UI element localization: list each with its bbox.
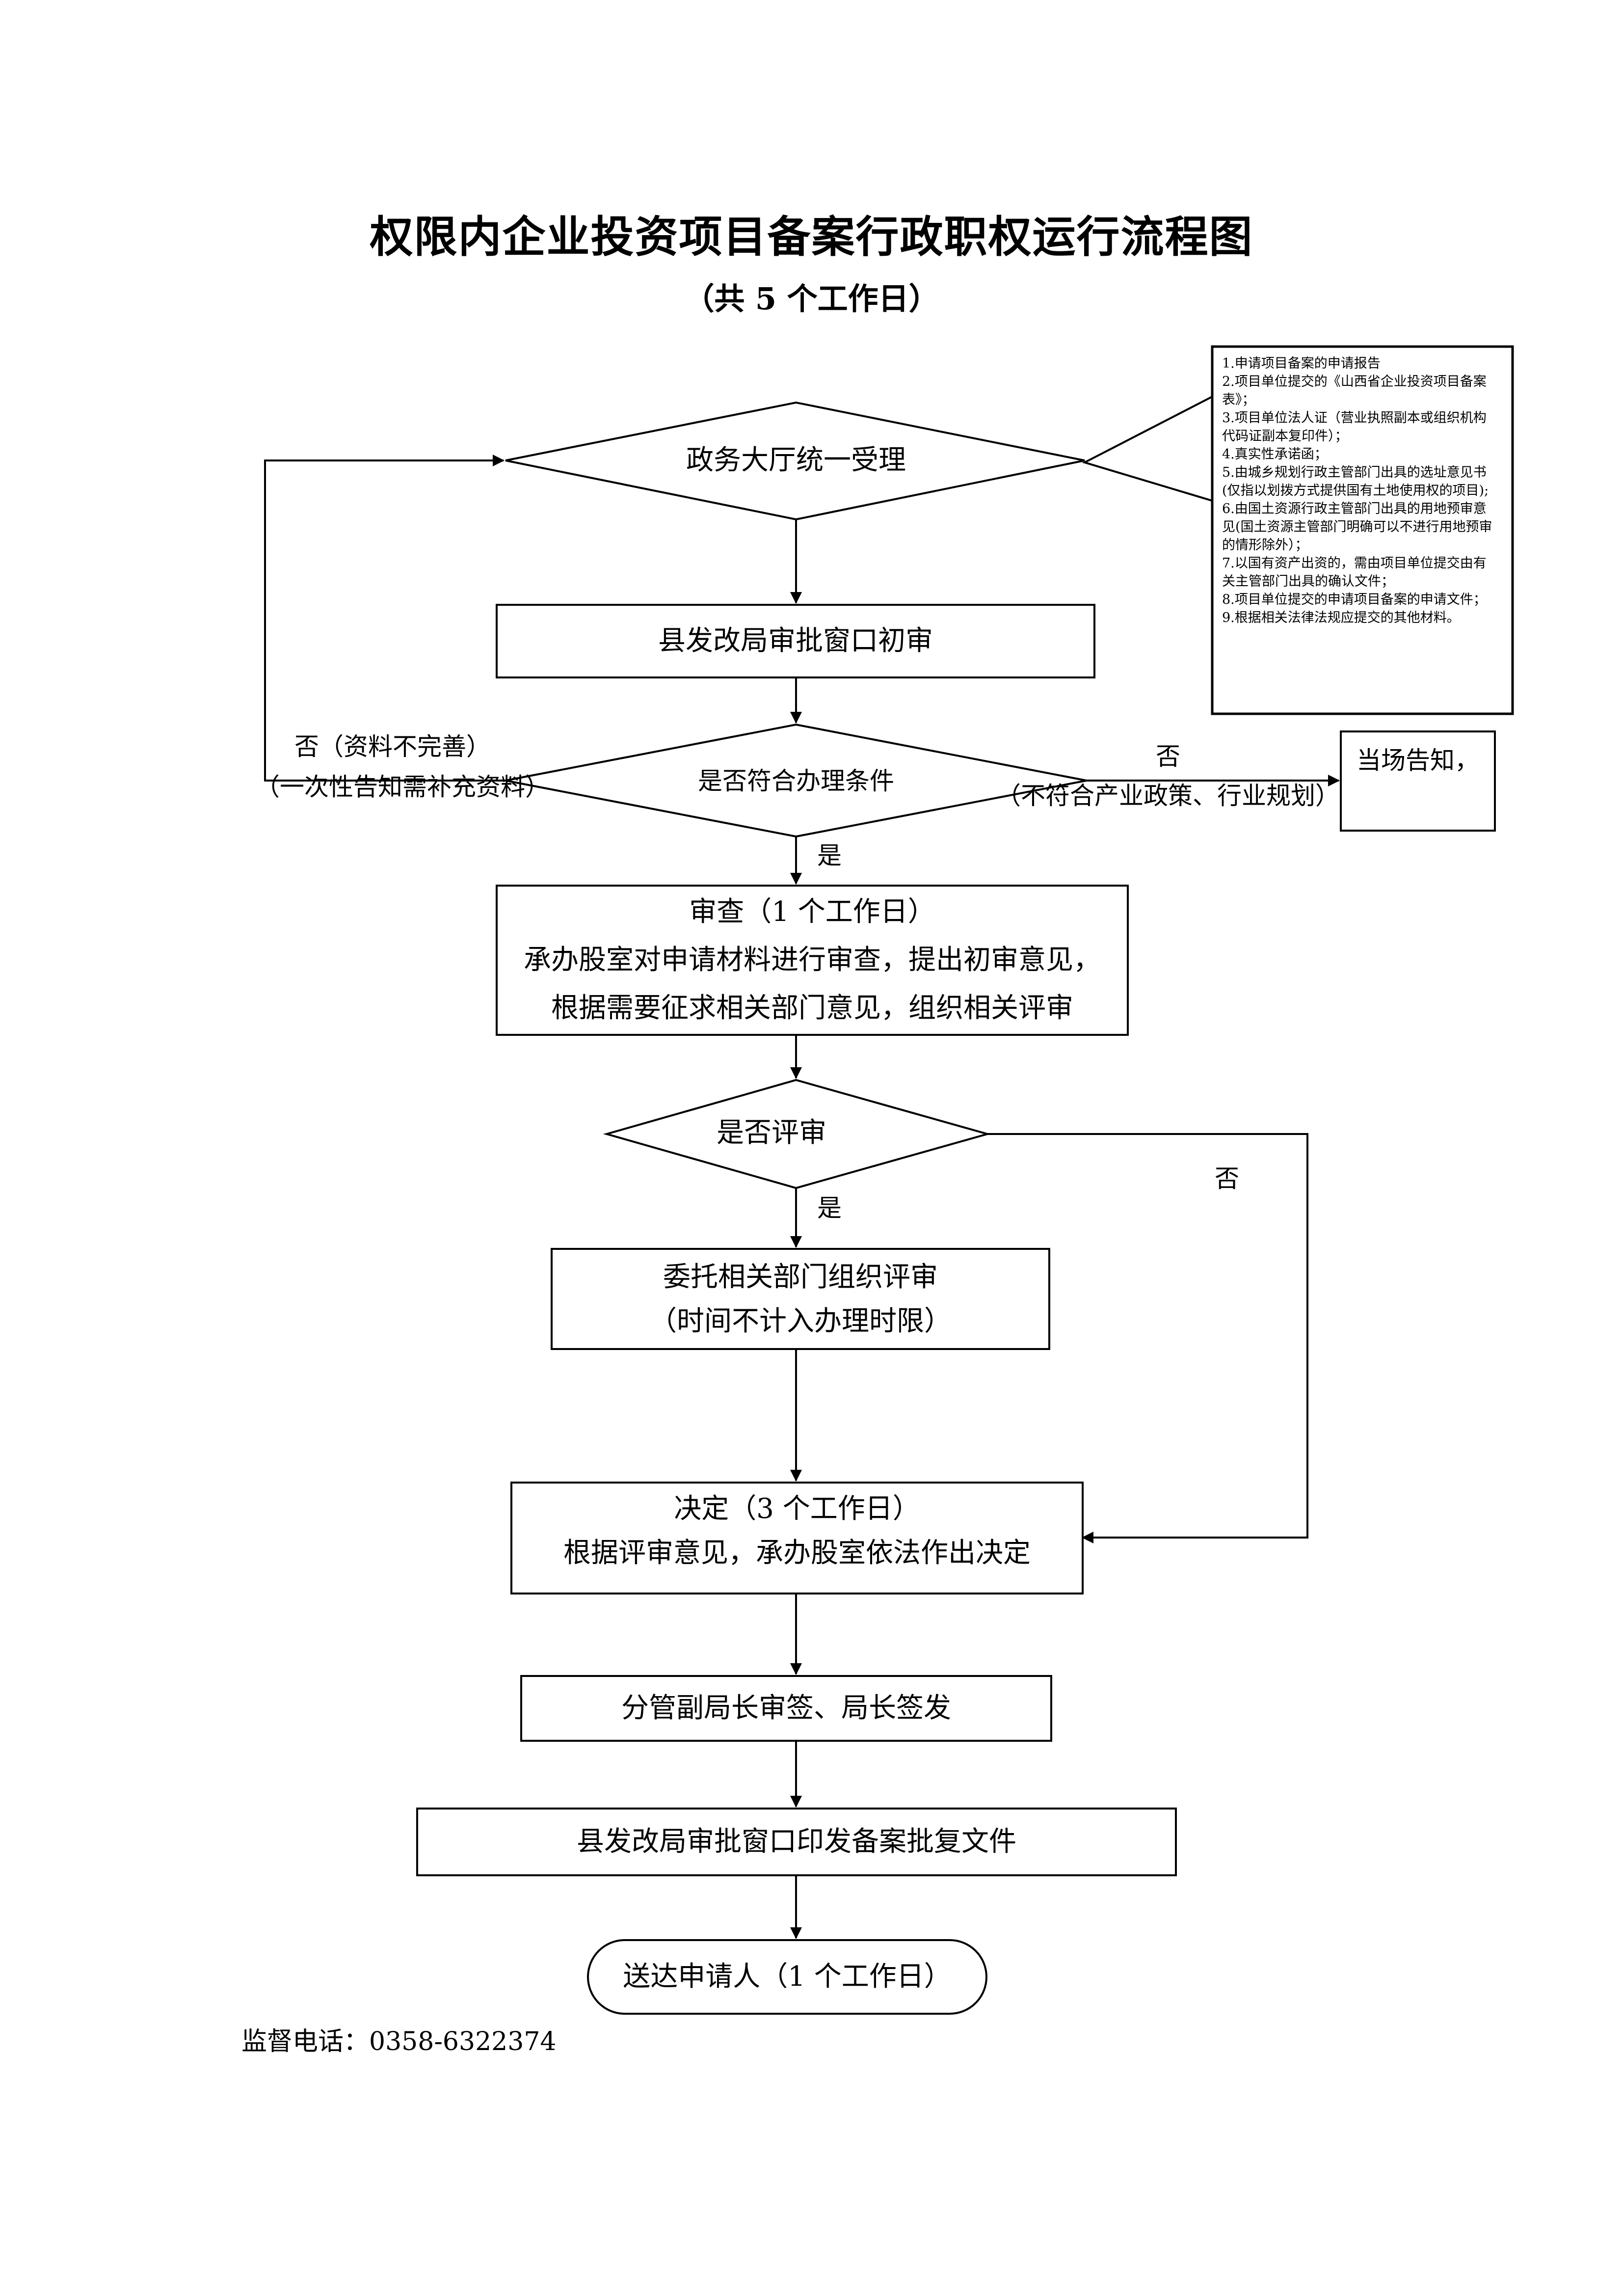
materials-item: 6.由国土资源行政主管部门出具的用地预审意见(国土资源主管部门明确可以不进行用地… <box>1222 501 1492 553</box>
materials-item: 7.以国有资产出资的，需由项目单位提交由有关主管部门出具的确认文件； <box>1222 556 1487 589</box>
no-incomplete-note: （一次性告知需补充资料） <box>255 773 550 801</box>
materials-item: 9.根据相关法律法规应提交的其他材料。 <box>1222 610 1460 625</box>
review-line-1: 审查（1 个工作日） <box>689 896 935 928</box>
yes-eval-label: 是 <box>817 1194 842 1222</box>
materials-box <box>1211 345 1514 715</box>
no-policy-note: （不符合产业政策、行业规划） <box>996 782 1340 810</box>
materials-item: 5.由城乡规划行政主管部门出具的选址意见书(仅指以划拨方式提供国有土地使用权的项… <box>1222 465 1489 498</box>
accept-label: 政务大厅统一受理 <box>686 444 906 476</box>
deliver-terminal <box>587 1939 987 2015</box>
notify-box <box>1340 730 1496 832</box>
need-eval-label: 是否评审 <box>717 1117 826 1149</box>
path-no-eval <box>987 1133 1308 1543</box>
entrust-line-2: （时间不计入办理时限） <box>649 1305 952 1337</box>
yes-eligible-label: 是 <box>817 841 842 870</box>
loop-incomplete <box>264 455 506 782</box>
sign-label: 分管副局长审签、局长签发 <box>621 1692 951 1724</box>
no-eval-label: 否 <box>1215 1164 1239 1193</box>
notify-label: 当场告知， <box>1357 746 1479 775</box>
materials-item: 8.项目单位提交的申请项目备案的申请文件； <box>1222 592 1487 607</box>
materials-item: 2.项目单位提交的《山西省企业投资项目备案表》； <box>1222 374 1487 407</box>
page-title: 权限内企业投资项目备案行政职权运行流程图 <box>370 211 1253 262</box>
supervision-phone: 监督电话：0358-6322374 <box>241 2027 557 2056</box>
eligible-label: 是否符合办理条件 <box>698 767 894 795</box>
accept-diamond <box>505 401 1085 521</box>
issue-label: 县发改局审批窗口印发备案批复文件 <box>577 1826 1016 1858</box>
review-line-3: 根据需要征求相关部门意见，组织相关评审 <box>551 992 1073 1024</box>
materials-item: 4.真实性承诺函； <box>1222 447 1328 462</box>
decision-line-2: 根据评审意见，承办股室依法作出决定 <box>563 1537 1031 1569</box>
no-incomplete-label: 否（资料不完善） <box>294 732 491 761</box>
sign-box <box>520 1675 1052 1742</box>
initial-review-label: 县发改局审批窗口初审 <box>658 625 933 657</box>
entrust-box <box>551 1248 1050 1350</box>
materials-item: 3.项目单位法人证（营业执照副本或组织机构代码证副本复印件）； <box>1222 410 1487 444</box>
no-policy-label: 否 <box>1156 742 1180 771</box>
decision-line-1: 决定（3 个工作日） <box>674 1493 920 1525</box>
deliver-label: 送达申请人（1 个工作日） <box>623 1961 952 1993</box>
review-line-2: 承办股室对申请材料进行审查，提出初审意见， <box>524 944 1101 976</box>
review-box <box>496 885 1129 1036</box>
page-subtitle: （共 5 个工作日） <box>684 281 939 317</box>
materials-callout-line <box>1082 396 1213 502</box>
materials-item: 1.申请项目备案的申请报告 <box>1222 356 1381 371</box>
entrust-line-1: 委托相关部门组织评审 <box>663 1261 938 1293</box>
materials-list: 1.申请项目备案的申请报告 2.项目单位提交的《山西省企业投资项目备案表》； 3… <box>1222 354 1497 627</box>
